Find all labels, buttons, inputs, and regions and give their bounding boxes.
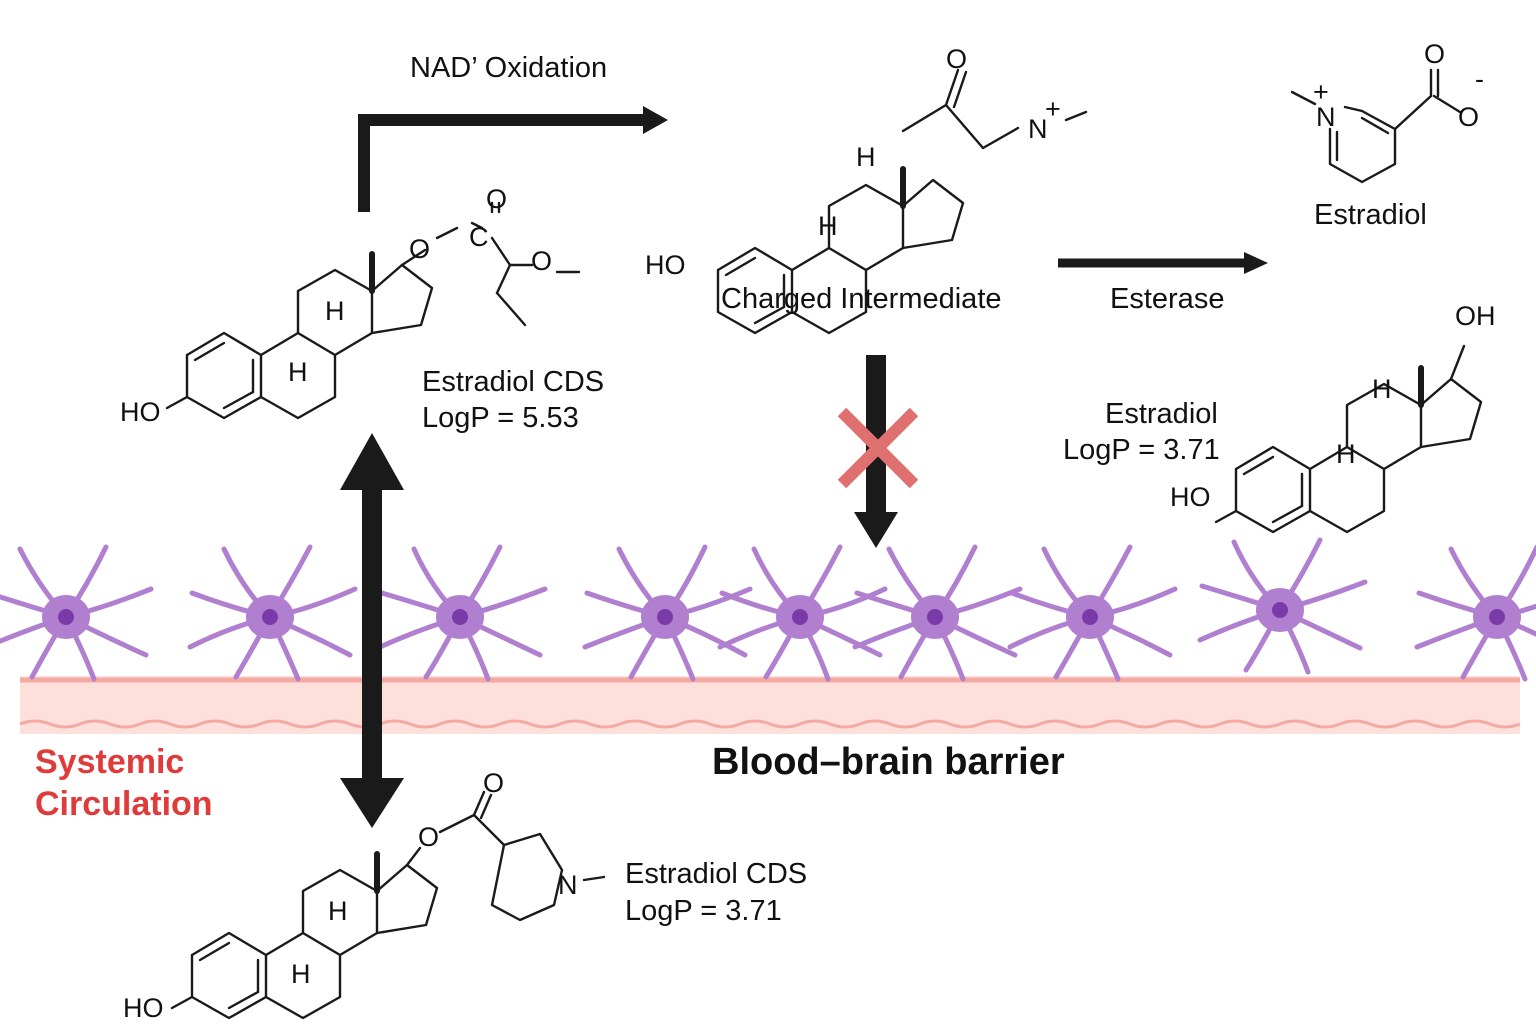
atom-o-cds-top-1: O — [409, 234, 430, 264]
atom-h-intermediate-1: H — [856, 142, 876, 172]
astrocyte-cell — [1007, 544, 1178, 682]
atom-n-cds-bottom: N — [558, 870, 578, 900]
cds-bottom-logp: LogP = 3.71 — [625, 895, 782, 927]
atom-o-cds-bottom-2: O — [483, 768, 504, 798]
astrocyte-cell — [187, 544, 358, 682]
atom-n-trigonelline: N — [1316, 102, 1336, 132]
molecule-trigonelline — [1290, 68, 1462, 184]
atom-h-estradiol-right-1: H — [1372, 374, 1392, 404]
atom-ho-cds-top: HO — [120, 397, 161, 427]
astrocyte-layer — [0, 537, 1536, 682]
atom-o-cds-top-3: O — [531, 246, 552, 276]
atom-plus-intermediate: + — [1045, 94, 1061, 124]
atom-o-intermediate: O — [946, 44, 967, 74]
estradiol-right-name: Estradiol — [1105, 398, 1218, 430]
arrow-blocked-down — [854, 355, 898, 548]
astrocyte-cell — [0, 544, 154, 682]
atom-h-cds-top-1: H — [325, 296, 345, 326]
atom-o-trigonelline-2: O — [1458, 102, 1479, 132]
estradiol-right-logp: LogP = 3.71 — [1063, 434, 1220, 466]
astrocyte-cell — [852, 544, 1023, 682]
atom-h-intermediate-2: H — [818, 211, 838, 241]
atom-o-trigonelline-1: O — [1424, 39, 1445, 69]
cds-bottom-name: Estradiol CDS — [625, 858, 807, 890]
atom-minus-trigonelline: - — [1475, 64, 1484, 94]
atom-plus-trigonelline: + — [1313, 77, 1329, 107]
atom-n-intermediate: N — [1028, 114, 1048, 144]
atom-h-cds-bottom-1: H — [328, 896, 348, 926]
molecule-intermediate — [718, 68, 1088, 333]
astrocyte-cell — [377, 544, 548, 682]
molecule-cds-top — [165, 201, 581, 418]
region-label-line2: Circulation — [35, 785, 213, 823]
atom-o-cds-bottom-1: O — [418, 822, 439, 852]
blood-brain-barrier — [19, 676, 1521, 734]
cds-top-name: Estradiol CDS — [422, 366, 604, 398]
arrow-oxidation — [358, 106, 668, 212]
barrier-title: Blood–brain barrier — [712, 741, 1065, 783]
astrocyte-cell — [582, 544, 753, 682]
cds-top-logp: LogP = 5.53 — [422, 402, 579, 434]
molecule-cds-bottom — [170, 790, 606, 1018]
atom-o-cds-top-2: O — [486, 184, 507, 214]
arrow-esterase — [1058, 252, 1268, 274]
atom-h-estradiol-right-2: H — [1336, 439, 1356, 469]
oxidation-label: NAD’ Oxidation — [410, 52, 607, 84]
atom-ho-cds-bottom: HO — [123, 993, 164, 1023]
intermediate-name: Charged Intermediate — [721, 283, 1002, 315]
atom-h-cds-bottom-2: H — [291, 959, 311, 989]
atom-ho-estradiol-right: HO — [1170, 482, 1211, 512]
atom-oh-estradiol-right: OH — [1455, 301, 1496, 331]
atom-c-cds-top: C — [469, 222, 489, 252]
astrocyte-cell — [1414, 544, 1536, 682]
molecule-estradiol-right — [1214, 344, 1481, 532]
astrocyte-cell — [1197, 537, 1368, 675]
trigonelline-name: Estradiol — [1314, 199, 1427, 231]
atom-ho-intermediate: HO — [645, 250, 686, 280]
esterase-label: Esterase — [1110, 283, 1224, 315]
region-label-line1: Systemic — [35, 743, 184, 781]
blocked-cross-icon — [837, 407, 919, 489]
atom-h-cds-top-2: H — [288, 357, 308, 387]
astrocyte-cell — [717, 544, 888, 682]
arrow-exchange — [340, 433, 404, 828]
